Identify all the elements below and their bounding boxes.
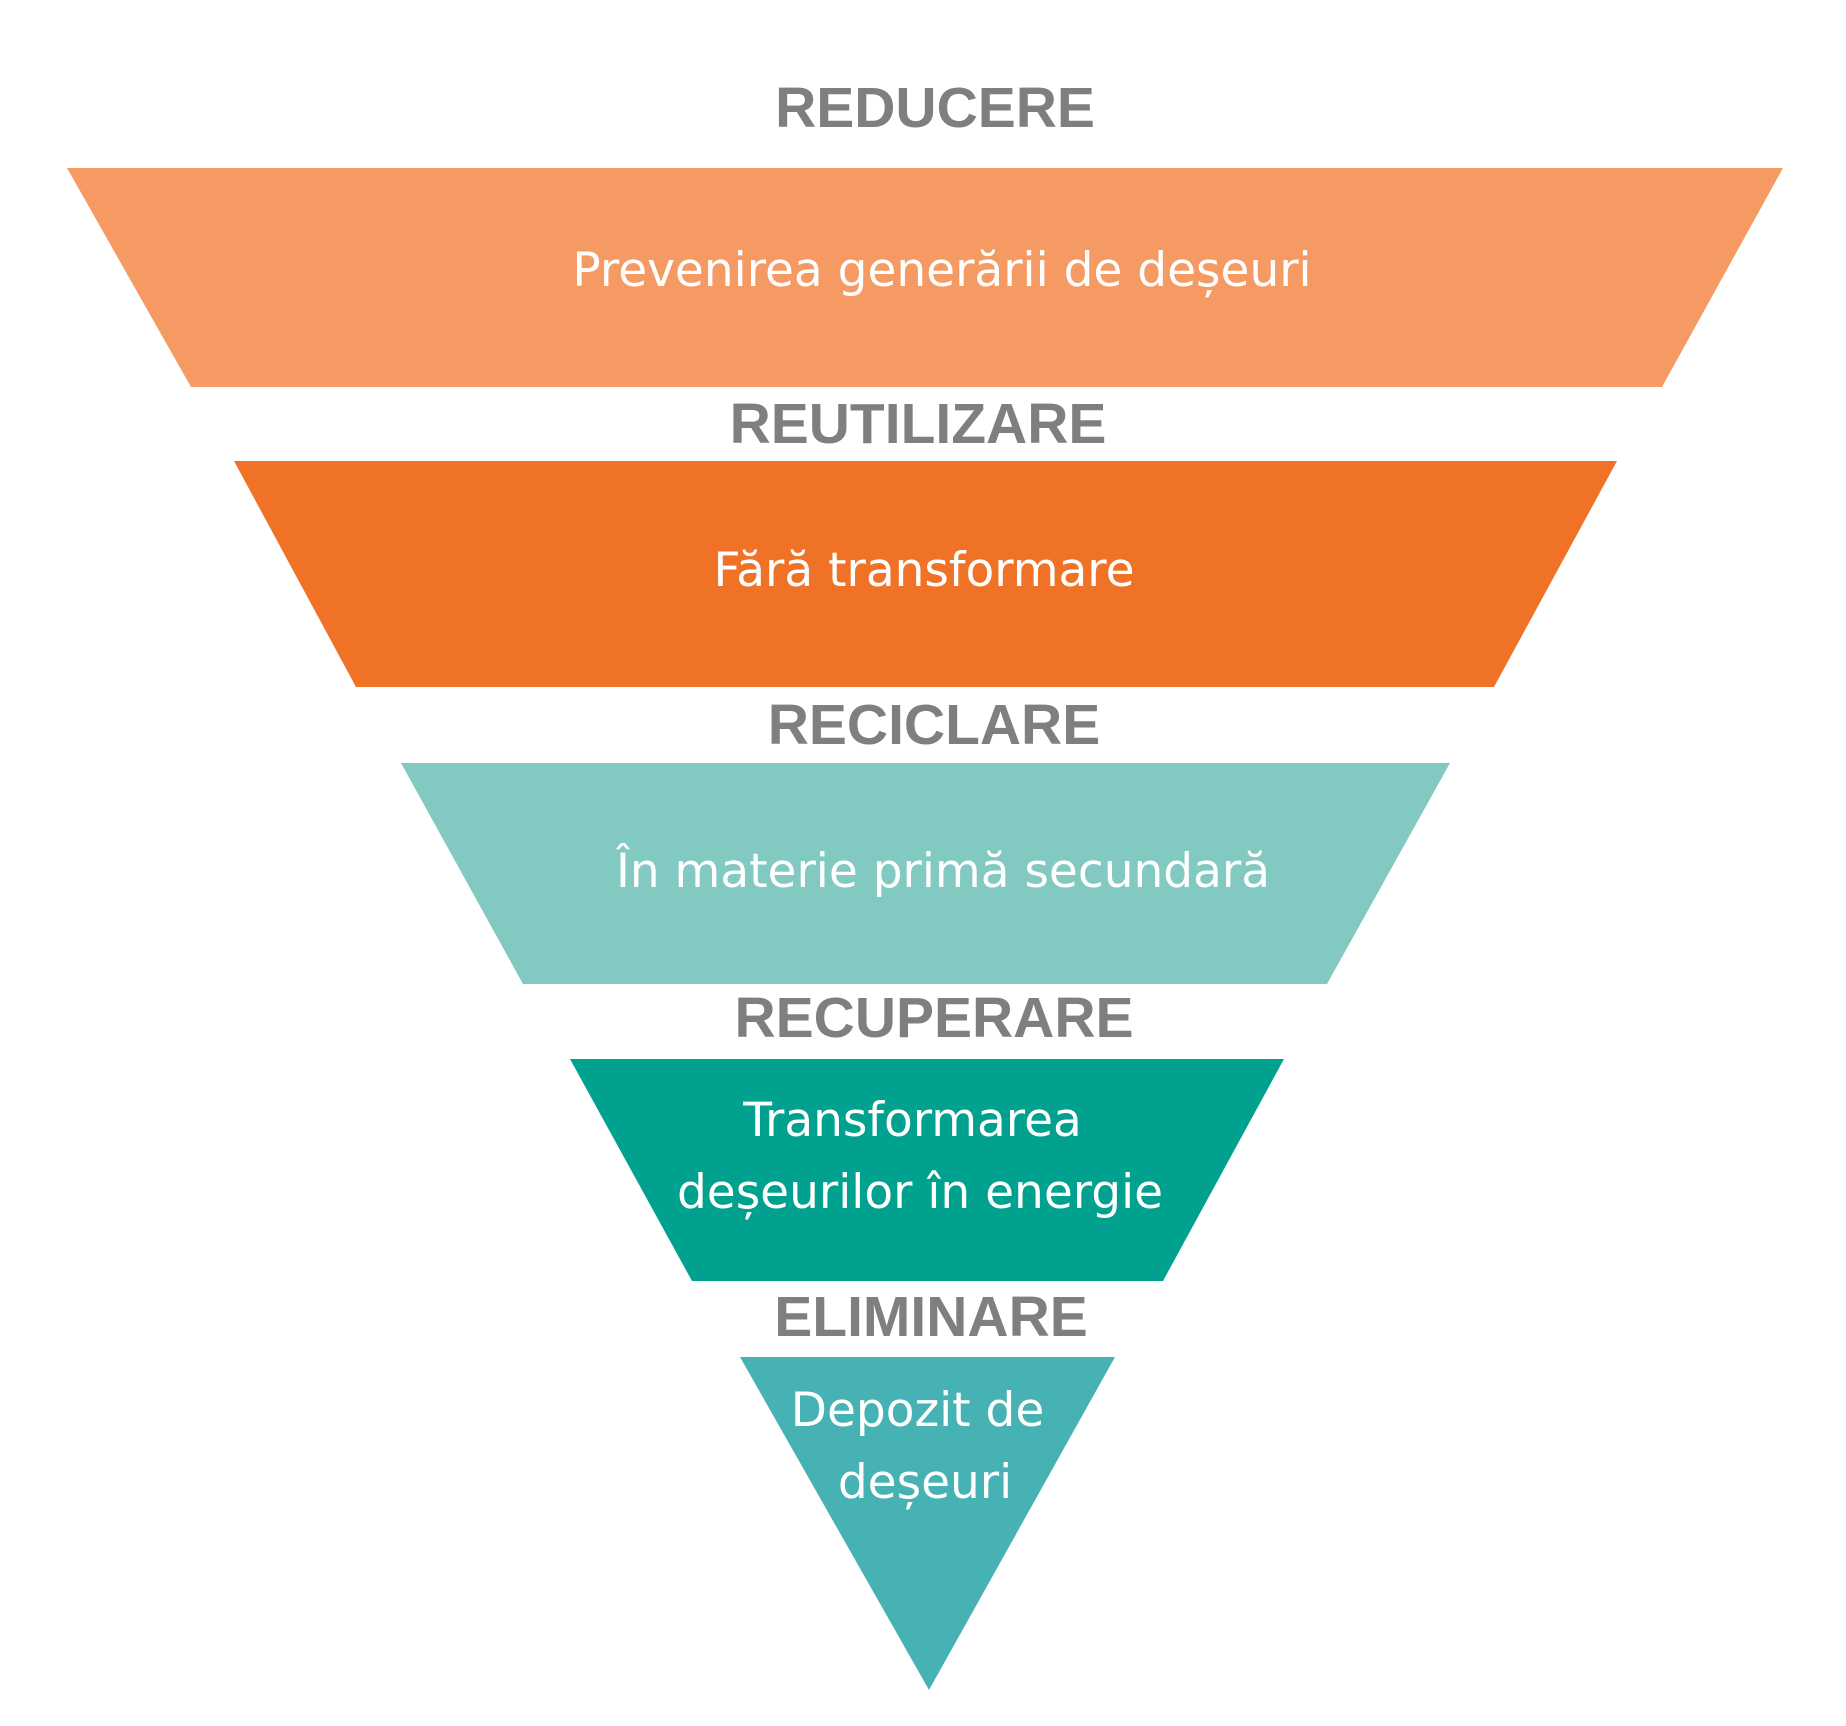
level-heading-reutilizare: REUTILIZARE (730, 392, 1107, 456)
level-heading-recuperare: RECUPERARE (734, 986, 1133, 1050)
band-text-eliminare-line-1: Depozit de (791, 1383, 1045, 1438)
band-recuperare (570, 1059, 1284, 1281)
band-text-reducere: Prevenirea generării de deșeuri (572, 243, 1311, 298)
band-text-recuperare-line-1: Transformarea (742, 1093, 1082, 1148)
level-heading-reducere: REDUCERE (775, 76, 1095, 140)
band-reciclare (401, 763, 1450, 984)
band-reutilizare (234, 461, 1617, 687)
band-text-reutilizare-line-1: Fără transformare (713, 543, 1134, 598)
band-text-eliminare: Depozit de deșeuri (791, 1383, 1060, 1510)
level-heading-eliminare: ELIMINARE (774, 1285, 1088, 1349)
band-eliminare (740, 1357, 1115, 1690)
band-text-reciclare: În materie primă secundară (615, 844, 1270, 899)
band-text-reducere-line-1: Prevenirea generării de deșeuri (572, 243, 1311, 298)
band-text-recuperare: Transformarea deșeurilor în energie (677, 1093, 1163, 1220)
band-text-eliminare-line-2: deșeuri (838, 1455, 1012, 1510)
band-reducere (67, 168, 1783, 387)
band-text-reciclare-line-1: În materie primă secundară (615, 844, 1270, 899)
band-text-reutilizare: Fără transformare (713, 543, 1134, 598)
band-text-recuperare-line-2: deșeurilor în energie (677, 1165, 1163, 1220)
level-heading-reciclare: RECICLARE (768, 693, 1101, 757)
